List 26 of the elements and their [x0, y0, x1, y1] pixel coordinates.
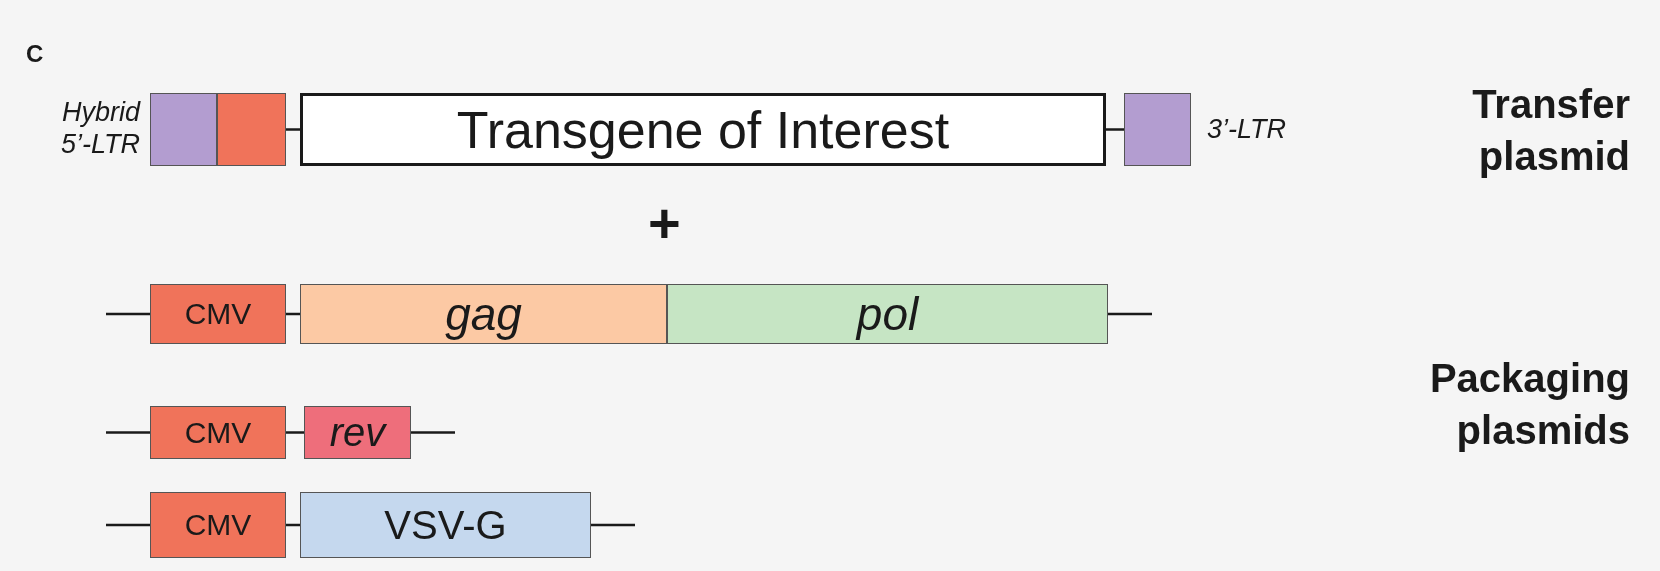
- backbone-line: [106, 312, 150, 316]
- panel-letter: C: [26, 40, 44, 68]
- backbone-line: [106, 523, 150, 527]
- backbone-line: [106, 431, 150, 434]
- gene-segment-box: CMV: [150, 406, 286, 459]
- gene-segment-box: Transgene of Interest: [300, 93, 1106, 166]
- gene-segment-box: CMV: [150, 492, 286, 558]
- gene-segment-box: VSV-G: [300, 492, 591, 558]
- backbone-line: [411, 431, 455, 434]
- backbone-line: [1108, 312, 1152, 316]
- segment-caption: 3’-LTR: [1207, 113, 1287, 145]
- segment-caption: Hybrid 5’-LTR: [60, 96, 140, 160]
- backbone-line: [591, 523, 635, 527]
- backbone-line: [286, 431, 304, 434]
- gene-segment-box: gag: [300, 284, 667, 344]
- gene-segment-box: pol: [667, 284, 1108, 344]
- backbone-line: [1106, 128, 1124, 131]
- plasmid-heading: Transfer plasmid: [1471, 81, 1630, 180]
- plasmid-heading: Packaging plasmids: [1428, 355, 1630, 454]
- gene-segment-box: CMV: [150, 284, 286, 344]
- promoter-box: [217, 93, 286, 166]
- backbone-line: [286, 128, 300, 131]
- promoter-box: [1124, 93, 1191, 166]
- promoter-box: [150, 93, 217, 166]
- gene-segment-box: rev: [304, 406, 411, 459]
- plus-sign: +: [648, 190, 681, 255]
